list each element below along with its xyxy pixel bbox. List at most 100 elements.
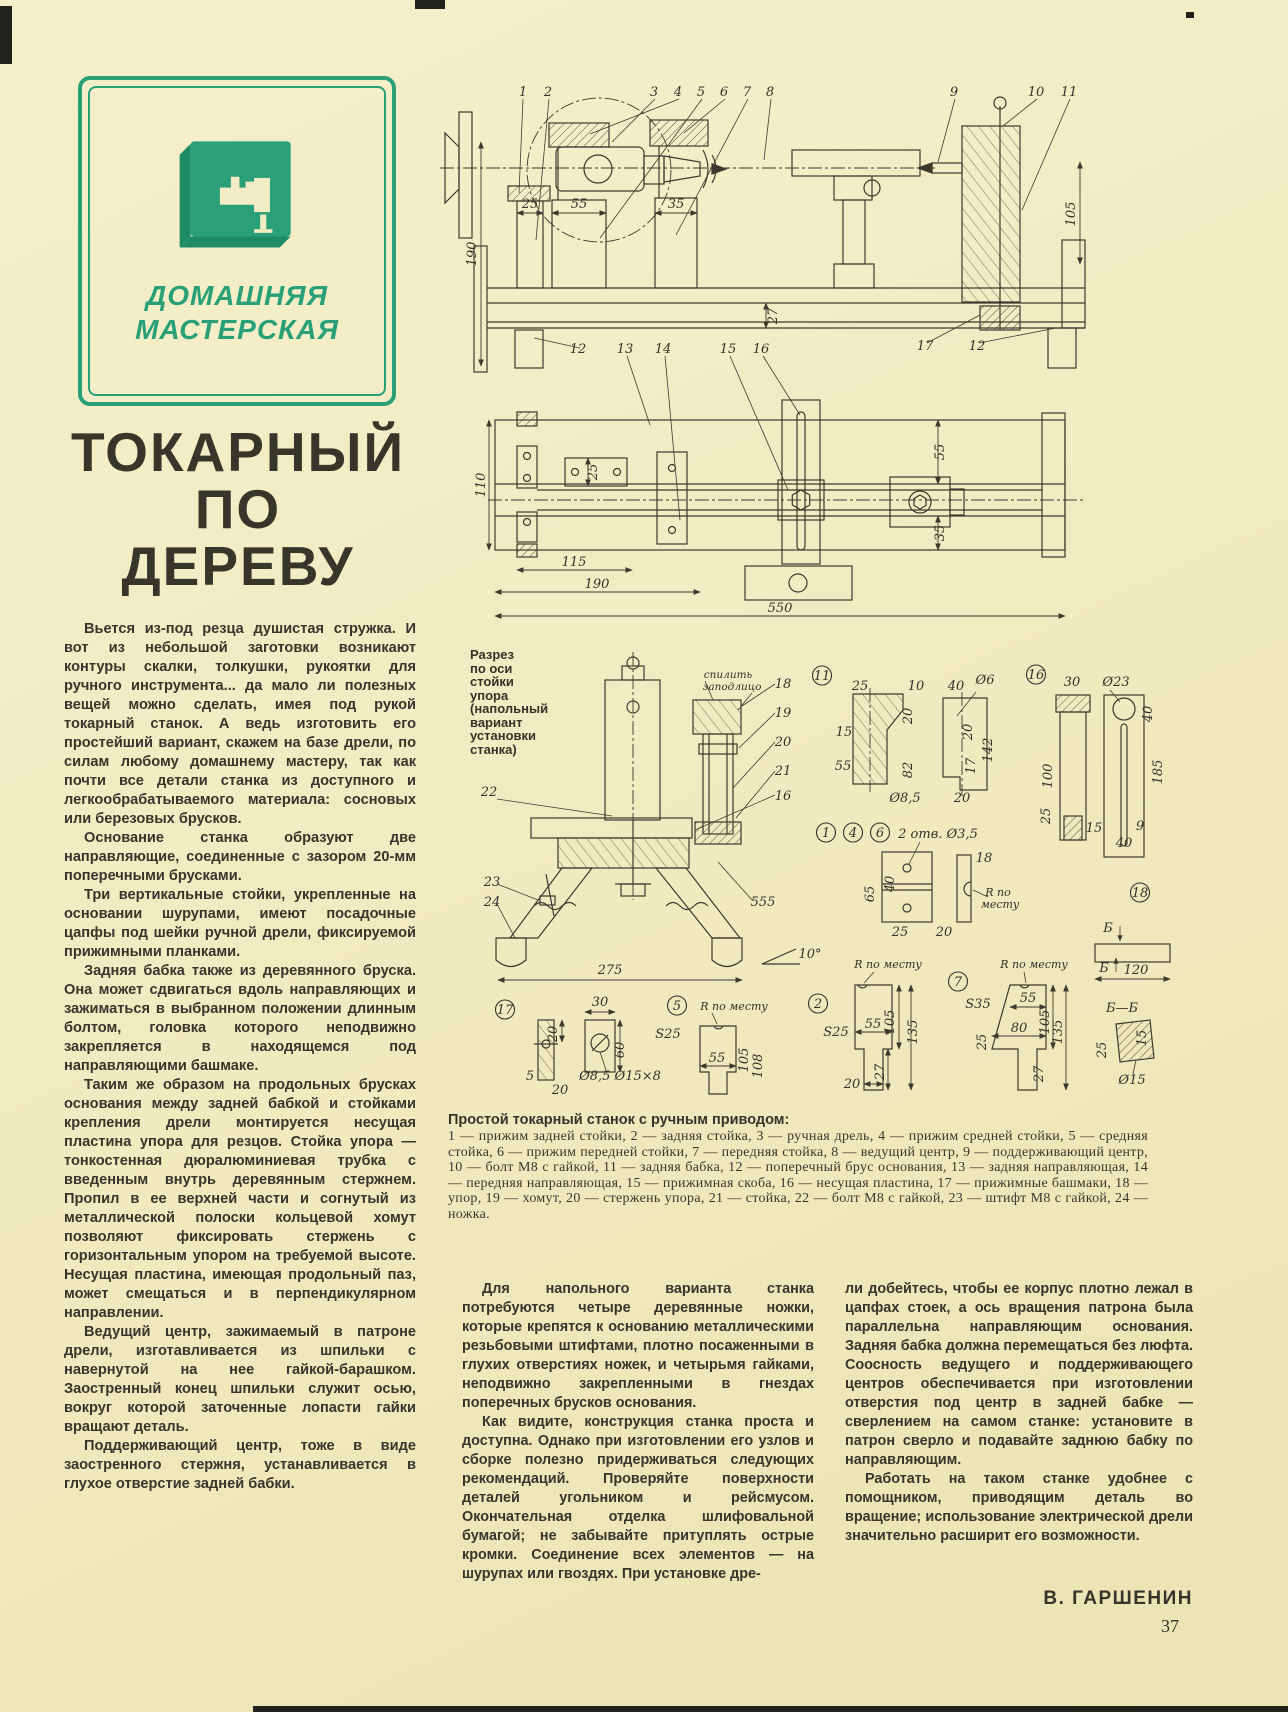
svg-text:3: 3 <box>650 85 658 100</box>
svg-text:14: 14 <box>655 342 672 357</box>
dim-label: 1 <box>519 85 527 100</box>
dim-label: 27 <box>873 1063 888 1081</box>
svg-text:142: 142 <box>981 738 996 763</box>
dim-label: 20 <box>546 1026 561 1044</box>
svg-text:185: 185 <box>1151 760 1166 785</box>
svg-text:55: 55 <box>571 197 588 212</box>
figure-caption-title: Простой токарный станок с ручным приводо… <box>448 1112 790 1128</box>
dim-label: 23 <box>483 875 501 890</box>
dim-label: 555 <box>751 895 776 910</box>
svg-text:16: 16 <box>753 342 770 357</box>
dim-label: 110 <box>474 473 489 498</box>
dim-label: 15 <box>720 342 737 357</box>
dim-label: 20 <box>843 1077 861 1092</box>
svg-text:10°: 10° <box>798 947 821 962</box>
svg-text:Ø15: Ø15 <box>1117 1073 1145 1088</box>
dim-label: 9 <box>1136 819 1144 834</box>
svg-text:135: 135 <box>1051 1020 1066 1045</box>
svg-text:275: 275 <box>597 963 623 978</box>
paragraph: Основание станка образуют две направляющ… <box>64 830 416 884</box>
svg-text:23: 23 <box>483 875 501 890</box>
print-smudge <box>0 6 12 64</box>
svg-text:105: 105 <box>1038 1010 1053 1035</box>
part-callout: 11 <box>811 665 833 686</box>
svg-text:5: 5 <box>526 1069 534 1084</box>
svg-text:18: 18 <box>976 851 993 866</box>
dim-label: S25 <box>655 1027 680 1042</box>
svg-text:Б—Б: Б—Б <box>1105 1001 1139 1016</box>
dim-label: 7 <box>743 85 752 100</box>
svg-text:550: 550 <box>768 601 793 616</box>
svg-text:25: 25 <box>586 464 601 482</box>
svg-text:Б: Б <box>1098 961 1109 976</box>
dim-label: 40 <box>1115 836 1133 851</box>
dim-label: Ø8,5 Ø15×8 <box>578 1069 661 1084</box>
dim-label: 25 <box>975 1034 990 1052</box>
paragraph: Работать на таком станке удобнее с помощ… <box>845 1471 1193 1544</box>
svg-text:11: 11 <box>814 669 831 684</box>
svg-text:20: 20 <box>843 1077 861 1092</box>
dim-label: 55 <box>1020 991 1037 1006</box>
badge-title: ДОМАШНЯЯ МАСТЕРСКАЯ <box>135 280 339 345</box>
dim-label: 25 <box>521 197 539 212</box>
svg-text:25: 25 <box>891 925 909 940</box>
svg-text:20: 20 <box>953 791 971 806</box>
svg-text:R по месту: R по месту <box>853 958 922 971</box>
side-view-drawing <box>440 96 1086 521</box>
dim-label: 30 <box>1064 675 1081 690</box>
paragraph: Ведущий центр, зажимаемый в патроне дрел… <box>64 1324 416 1435</box>
dim-label: 105 <box>883 1010 898 1035</box>
svg-text:спилить: спилить <box>704 669 753 681</box>
dim-label: R по месту <box>853 958 922 971</box>
dim-label: 55 <box>835 759 852 774</box>
dim-label: R по месту <box>699 1000 768 1013</box>
dim-label: 12 <box>570 342 587 357</box>
section-badge: ДОМАШНЯЯ МАСТЕРСКАЯ <box>78 76 396 406</box>
dim-label: 5 <box>526 1069 534 1084</box>
dim-label: 190 <box>585 577 610 592</box>
dim-label: Ø6 <box>975 673 995 688</box>
paragraph: Вьется из-под резца душистая стружка. И … <box>64 621 416 827</box>
dim-label: 20 <box>551 1083 569 1098</box>
svg-text:105: 105 <box>1064 202 1079 227</box>
dim-label: 10° <box>798 947 821 962</box>
dim-label: 35 <box>668 197 685 212</box>
svg-text:40: 40 <box>1115 836 1133 851</box>
svg-text:20: 20 <box>901 708 916 726</box>
svg-text:20: 20 <box>961 724 976 742</box>
svg-text:10: 10 <box>1028 85 1045 100</box>
svg-text:555: 555 <box>751 895 776 910</box>
dim-label: 20 <box>774 735 792 750</box>
dim-label: Б—Б <box>1105 1001 1139 1016</box>
svg-text:17: 17 <box>964 757 979 774</box>
svg-text:35: 35 <box>933 525 948 542</box>
dim-label: 25 <box>1039 808 1054 826</box>
svg-text:9: 9 <box>1136 819 1144 834</box>
svg-text:82: 82 <box>901 762 916 779</box>
svg-text:35: 35 <box>668 197 685 212</box>
dim-label: R по <box>984 886 1011 899</box>
page-number: 37 <box>1161 1616 1179 1636</box>
svg-text:5: 5 <box>697 85 705 100</box>
dim-label: 18 <box>775 677 792 692</box>
dim-label: 5 <box>697 85 705 100</box>
part-callout: 2 <box>807 993 829 1014</box>
dim-label: 12 <box>969 339 986 354</box>
dim-label: 25 <box>891 925 909 940</box>
svg-text:40: 40 <box>947 679 965 694</box>
svg-text:16: 16 <box>1028 668 1045 683</box>
svg-text:27: 27 <box>766 307 781 325</box>
svg-text:6: 6 <box>876 826 884 841</box>
dim-label: 190 <box>465 242 480 267</box>
svg-text:27: 27 <box>873 1063 888 1081</box>
dim-label: Б <box>1098 961 1109 976</box>
dim-label: 105 <box>1038 1010 1053 1035</box>
svg-text:24: 24 <box>483 895 501 910</box>
svg-text:7: 7 <box>954 975 963 990</box>
dim-label: 10 <box>908 679 925 694</box>
dim-label: 21 <box>774 764 792 779</box>
dim-label: 20 <box>901 708 916 726</box>
dim-label: 17 <box>917 339 934 354</box>
paragraph: Таким же образом на продольных брусках о… <box>64 1077 416 1321</box>
